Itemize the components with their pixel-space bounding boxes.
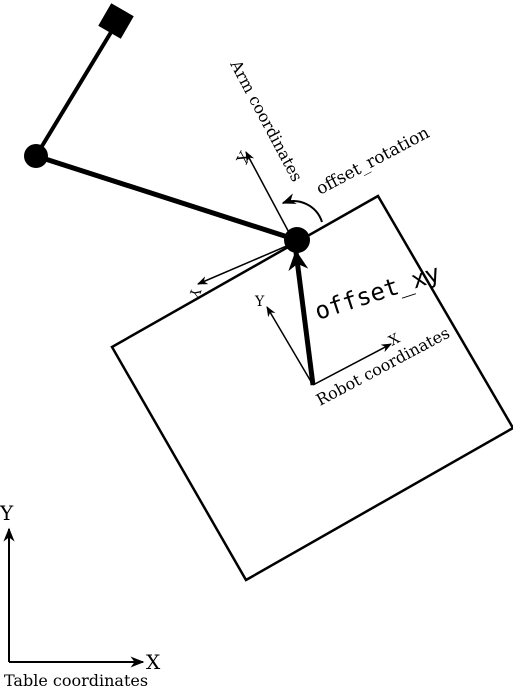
robot-x-axis xyxy=(312,343,392,386)
offset-xy-vector xyxy=(288,250,316,386)
offset-xy-label: offset_xy xyxy=(311,259,443,326)
table-y-label: Y xyxy=(0,501,14,525)
robot-y-axis xyxy=(266,306,314,386)
arm-coordinates-label: Arm coordinates xyxy=(226,56,306,185)
arm-link-upper xyxy=(34,22,118,158)
offset-rotation-arc xyxy=(281,193,323,223)
table-x-label: X xyxy=(146,650,161,674)
arm-base-joint xyxy=(284,227,310,253)
table-coordinates-label: Table coordinates xyxy=(4,671,148,688)
robot-coordinates-label: Robot coordinates xyxy=(313,323,453,409)
arm-x-axis xyxy=(245,151,294,241)
arm-x-label: X xyxy=(232,148,254,168)
robot-y-label: Y xyxy=(254,294,265,310)
arm-end-effector xyxy=(98,3,134,39)
arm-y-axis xyxy=(197,244,290,285)
arm-y-label: Y xyxy=(185,285,204,301)
arm-link-lower xyxy=(35,153,298,243)
offset-rotation-label: offset_rotation xyxy=(313,123,433,199)
arm-elbow-joint xyxy=(24,144,48,168)
robot-body xyxy=(110,194,513,582)
